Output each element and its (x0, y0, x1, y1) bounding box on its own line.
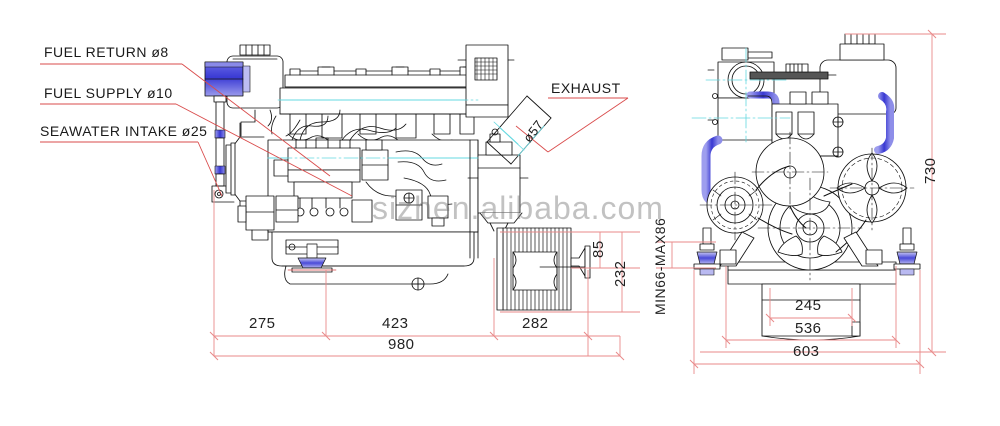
callout-leaders (40, 63, 629, 197)
dim-282: 282 (522, 315, 549, 332)
exhaust-elbow (486, 95, 552, 165)
front-view-engine-body (691, 33, 921, 341)
dim-423: 423 (382, 315, 409, 332)
exhaust-flange-side (539, 245, 591, 279)
valve-cover (279, 87, 477, 143)
fuel-filter-blue (204, 61, 251, 103)
vertical-tube (214, 101, 226, 187)
heat-exchanger-cooler (496, 227, 572, 311)
dim-275: 275 (249, 315, 276, 332)
callout-seawater-intake: SEAWATER INTAKE ø25 (40, 123, 208, 139)
seawater-strainer (467, 128, 529, 232)
dim-245: 245 (795, 297, 822, 314)
front-engine-foot-right (893, 227, 921, 276)
engine-mount-front (287, 243, 337, 273)
dimension-network (213, 33, 946, 374)
front-mount-brackets (719, 231, 883, 267)
front-belts (755, 165, 867, 253)
callout-exhaust: EXHAUST (551, 80, 621, 96)
cylinder-head-rail (284, 66, 476, 88)
dim-730-overall: 730 (922, 157, 939, 184)
injection-pump-assembly (273, 137, 389, 217)
fuel-and-coolant-pipes (271, 109, 453, 209)
dim-536: 536 (795, 320, 822, 337)
front-expansion-tank (819, 33, 897, 115)
side-view-engine-body (204, 44, 591, 311)
callout-fuel-return: FUEL RETURN ø8 (44, 44, 169, 60)
front-top-manifold (749, 63, 837, 80)
dim-980-overall: 980 (388, 336, 415, 353)
callout-fuel-supply: FUEL SUPPLY ø10 (44, 85, 173, 101)
dim-603-overall: 603 (793, 343, 820, 360)
dim-232: 232 (612, 260, 629, 287)
front-crank-pulley (767, 185, 853, 271)
block-accessories (275, 189, 449, 227)
air-intake-box (457, 44, 515, 118)
dim-85: 85 (590, 240, 607, 258)
flywheel-housing (211, 122, 265, 220)
dim-mount-height-range: MIN66-MAX86 (652, 217, 668, 315)
watermark: sizhen.alibaba.com (372, 190, 664, 226)
seawater-pump (237, 195, 275, 241)
dimension-ticks (209, 29, 937, 369)
expansion-tank (214, 44, 284, 137)
